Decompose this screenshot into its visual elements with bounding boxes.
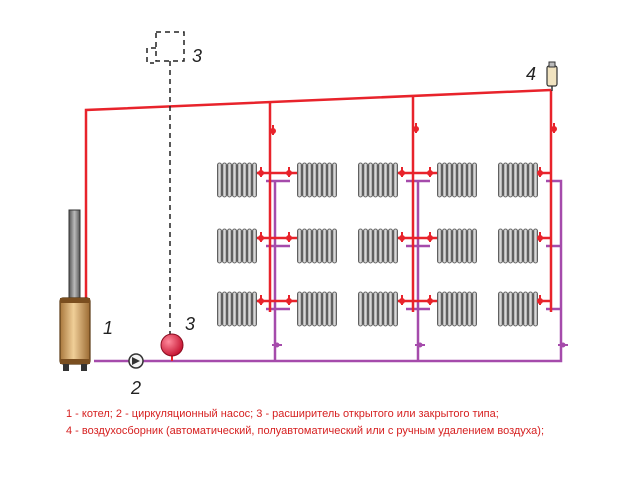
radiator-valve [427,295,433,305]
radiator-valve [258,232,264,242]
radiator [498,228,538,264]
radiator-valve [258,167,264,177]
radiator-valve [537,295,543,305]
radiator-valve [286,167,292,177]
radiator-valve [399,295,405,305]
radiator [358,291,398,327]
open-expansion-tank [146,31,185,356]
radiator-valve [258,295,264,305]
radiator [297,162,337,198]
radiator [358,228,398,264]
riser-return-valve [415,342,425,348]
radiator-valve [286,232,292,242]
radiator [217,228,257,264]
radiator [358,162,398,198]
closed-expansion-tank [160,333,184,361]
radiator-valve [286,295,292,305]
riser-supply-valve [551,123,557,133]
return-pipes [94,179,563,363]
radiator-valve [427,167,433,177]
label-closed-tank: 3 [185,314,195,334]
radiator [498,162,538,198]
label-air-vent: 4 [526,64,536,84]
radiator [437,228,477,264]
radiator-valve [399,232,405,242]
radiator-valve [427,232,433,242]
radiator [217,162,257,198]
radiator [437,291,477,327]
air-vent [546,61,558,91]
radiator [437,162,477,198]
label-open-tank: 3 [192,46,202,66]
radiator-valve [399,167,405,177]
radiator-valve [537,232,543,242]
boiler [59,209,91,371]
label-boiler: 1 [103,318,113,338]
riser-return-valve [272,342,282,348]
riser-supply-valve [270,125,276,135]
radiator-valve [537,167,543,177]
radiator [498,291,538,327]
riser-supply-valve [413,123,419,133]
riser-return-valve [558,342,568,348]
label-pump: 2 [130,378,141,398]
radiator [297,291,337,327]
circulation-pump [128,353,144,369]
radiators [217,162,538,327]
caption-line-2: 4 - воздухосборник (автоматический, полу… [66,425,545,437]
radiator [217,291,257,327]
caption-line-1: 1 - котел; 2 - циркуляционный насос; 3 -… [66,408,499,420]
radiator [297,228,337,264]
supply-pipes [84,88,553,325]
valves [258,123,568,348]
